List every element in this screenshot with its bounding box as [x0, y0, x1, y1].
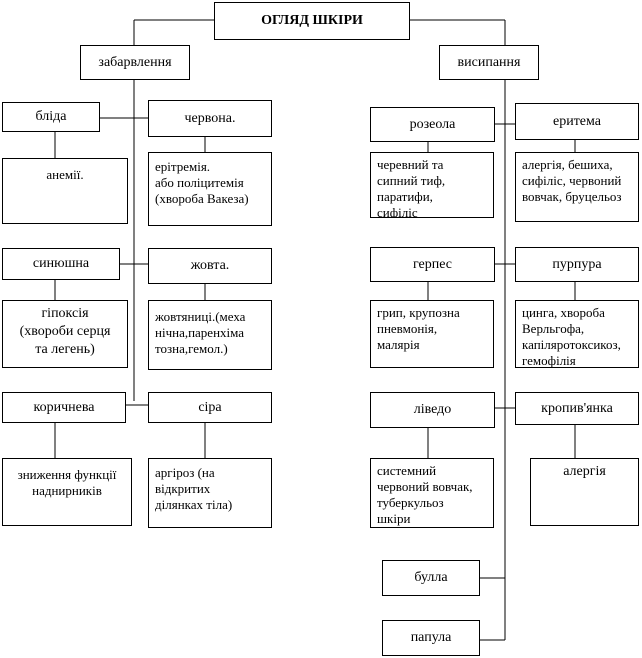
right-row2-b-label: пурпура [515, 247, 639, 282]
left-row2-b-label: жовта. [148, 248, 272, 284]
right-row2-b-desc: цинга, хвороба Верльгофа, капіляротоксик… [515, 300, 639, 368]
right-row2-a-desc: грип, крупозна пневмонія, малярія [370, 300, 494, 368]
left-row1-b-label: червона. [148, 100, 272, 137]
left-row1-a-desc: анемії. [2, 158, 128, 224]
right-heading-box: висипання [439, 45, 539, 80]
right-row3-a-desc: системний червоний вовчак, туберкульоз ш… [370, 458, 494, 528]
right-row3-b-desc: алергія [530, 458, 639, 526]
left-row3-b-desc: аргіроз (на відкритих ділянках тіла) [148, 458, 272, 528]
left-row2-b-desc: жовтяниці.(меха нічна,паренхіма тозна,ге… [148, 300, 272, 370]
left-row2-a-label: синюшна [2, 248, 120, 280]
right-row3-b-label: кропив'янка [515, 392, 639, 425]
left-heading-box: забарвлення [80, 45, 190, 80]
papula-box: папула [382, 620, 480, 656]
left-row1-b-desc: ерітремія. або поліцитемія (хвороба Ваке… [148, 152, 272, 226]
right-row1-a-desc: черевний та сипний тиф, паратифи, сифілі… [370, 152, 494, 218]
left-row1-a-label: бліда [2, 102, 100, 132]
right-row1-b-desc: алергія, бешиха, сифіліс, червоний вовча… [515, 152, 639, 222]
left-row2-a-desc: гіпоксія (хвороби серця та легень) [2, 300, 128, 368]
bulla-box: булла [382, 560, 480, 596]
left-row3-a-label: коричнева [2, 392, 126, 423]
title-box: ОГЛЯД ШКІРИ [214, 2, 410, 40]
right-row1-b-label: еритема [515, 103, 639, 140]
left-row3-a-desc: зниження функції наднирників [2, 458, 132, 526]
left-row3-b-label: сіра [148, 392, 272, 423]
right-row2-a-label: герпес [370, 247, 495, 282]
right-row3-a-label: ліведо [370, 392, 495, 428]
right-row1-a-label: розеола [370, 107, 495, 142]
